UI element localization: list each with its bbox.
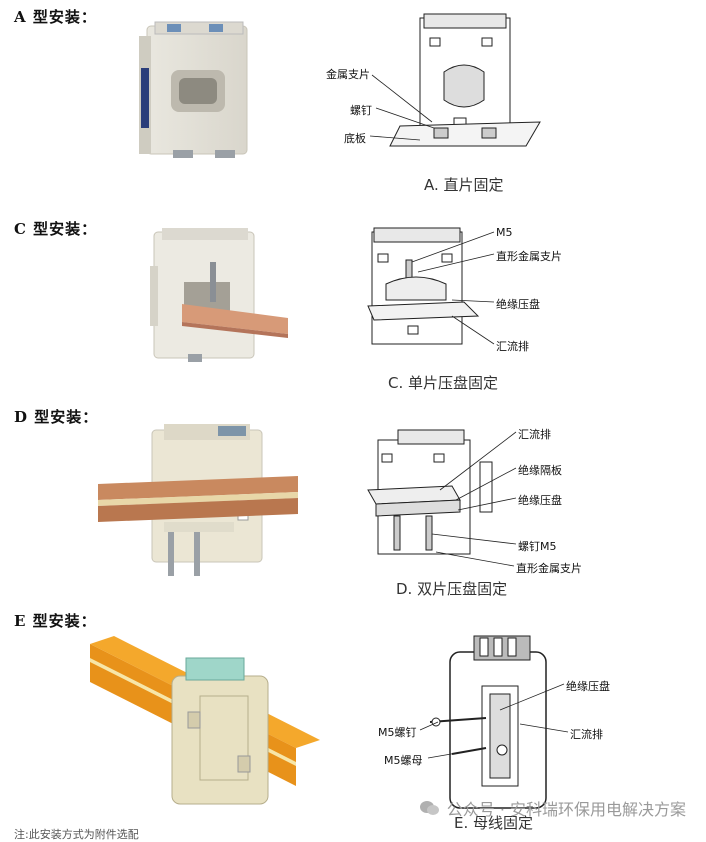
a-product-photo — [139, 21, 248, 158]
e-caption: E. 母线固定 — [454, 814, 534, 832]
c-label-m5: M5 — [496, 226, 513, 239]
c-caption: C. 单片压盘固定 — [388, 374, 499, 392]
a-line-diagram — [389, 13, 541, 147]
e-label-m5-nut: M5螺母 — [384, 754, 423, 767]
e-label-busbar: 汇流排 — [570, 728, 603, 741]
c-product-photo — [150, 228, 288, 362]
a-label-metal-tab: 金属支片 — [326, 68, 370, 81]
d-label-busbar: 汇流排 — [518, 428, 551, 441]
e-label-insulating-plate: 绝缘压盘 — [566, 680, 610, 693]
d-label-screw-m5: 螺钉M5 — [518, 540, 557, 553]
c-label-insulating-plate: 绝缘压盘 — [496, 298, 540, 311]
d-line-diagram — [367, 429, 493, 555]
section-d-title: D 型安装： — [14, 408, 99, 426]
section-a-title: A 型安装： — [14, 8, 97, 26]
a-label-base-plate: 底板 — [344, 132, 366, 145]
wechat-icon — [419, 801, 439, 815]
d-caption: D. 双片压盘固定 — [396, 580, 508, 598]
d-label-straight-metal-tab: 直形金属支片 — [516, 562, 582, 575]
wechat-watermark: 公众号 · 安科瑞环保用电解决方案 — [419, 796, 686, 820]
c-label-busbar: 汇流排 — [496, 340, 529, 353]
c-line-diagram — [367, 227, 480, 345]
e-line-diagram — [429, 635, 547, 809]
d-label-insulating-separator: 绝缘隔板 — [518, 464, 562, 477]
e-product-render — [90, 636, 320, 805]
watermark-text: 公众号 · 安科瑞环保用电解决方案 — [446, 800, 686, 819]
e-label-m5-screw: M5螺钉 — [378, 726, 417, 739]
d-product-photo — [98, 424, 298, 576]
section-c-title: C 型安装： — [14, 220, 98, 238]
a-caption: A. 直片固定 — [424, 176, 504, 194]
footer-note-partial: 注:此安装方式为附件选配 — [14, 828, 139, 841]
section-e-title: E 型安装： — [14, 612, 97, 630]
d-label-insulating-plate: 绝缘压盘 — [518, 494, 562, 507]
a-label-screw: 螺钉 — [350, 104, 372, 117]
c-label-straight-metal-tab: 直形金属支片 — [496, 250, 562, 263]
